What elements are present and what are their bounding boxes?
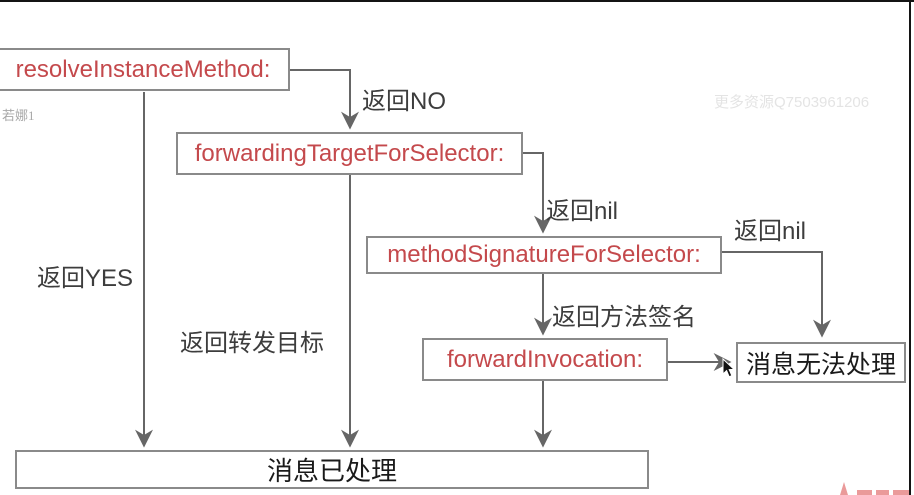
watermark-text: 若娜1 (2, 108, 35, 123)
edge-label-return-nil-2: 返回nil (734, 218, 807, 245)
logo-fragment-icon (840, 482, 909, 495)
node-forward-invocation: forwardInvocation: (422, 338, 668, 381)
node-resolve-instance-method: resolveInstanceMethod: (0, 48, 290, 91)
edge-label-return-method-signature: 返回方法签名 (552, 304, 696, 331)
node-method-signature-for-selector: methodSignatureForSelector: (366, 236, 722, 274)
node-label: resolveInstanceMethod: (15, 55, 271, 83)
edge-label-return-no: 返回NO (362, 88, 446, 115)
node-message-unhandled: 消息无法处理 (736, 342, 906, 383)
edge-label-return-nil-1: 返回nil (546, 198, 619, 225)
edge-label-return-yes: 返回YES (37, 265, 134, 292)
screen-right-edge (909, 0, 911, 495)
node-label: forwardInvocation: (446, 345, 644, 373)
watermark-text-faint: 更多资源Q7503961206 (714, 94, 870, 111)
mouse-cursor-icon (722, 358, 736, 378)
screen-top-edge (0, 0, 914, 2)
node-label: forwardingTargetForSelector: (194, 139, 505, 167)
node-label: 消息无法处理 (745, 350, 896, 379)
node-label: 消息已处理 (266, 456, 397, 486)
node-label: methodSignatureForSelector: (387, 241, 701, 268)
edge-label-return-forward-target: 返回转发目标 (180, 330, 324, 357)
node-forwarding-target-for-selector: forwardingTargetForSelector: (176, 132, 523, 175)
node-message-handled: 消息已处理 (15, 450, 649, 489)
